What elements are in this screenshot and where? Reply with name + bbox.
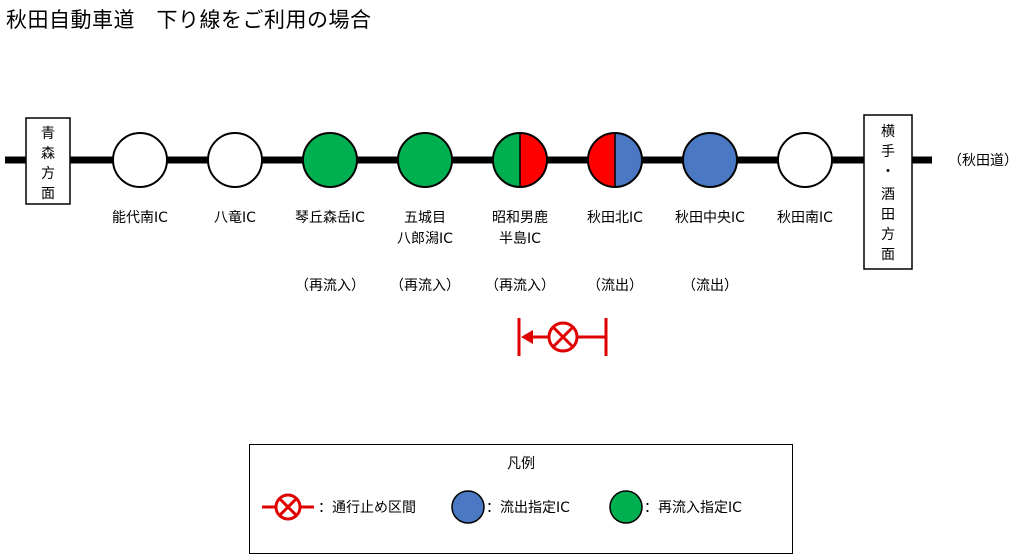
ic-name: 琴丘森岳IC — [295, 210, 365, 226]
origin-char: 青 — [41, 126, 55, 142]
ic-status: （再流入） — [295, 278, 365, 294]
ic-name: 半島IC — [499, 231, 541, 247]
legend-title: 凡例 — [507, 456, 535, 472]
ic-circle — [777, 132, 833, 188]
ic-status: （流出） — [682, 278, 738, 294]
ic-circle — [112, 132, 168, 188]
ic-circle — [397, 132, 453, 188]
closure-section-marker — [517, 318, 608, 356]
page-title: 秋田自動車道 下り線をご利用の場合 — [6, 8, 372, 32]
ic-name: 五城目 — [404, 210, 446, 226]
destination-char: 横 — [881, 124, 895, 140]
destination-char: 田 — [881, 207, 895, 223]
ic-left-half — [588, 133, 615, 187]
reentry-label: ：再流入指定IC — [644, 500, 742, 516]
ic-name: 能代南IC — [112, 210, 168, 226]
highway-diagram: 青 森 方 面 横 手 ・ 酒 田 方 面 （秋田道） 能代南IC 八竜IC 琴丘森… — [5, 114, 1018, 356]
ic-name: 秋田南IC — [777, 210, 833, 226]
ic-name: 八郎潟IC — [397, 231, 453, 247]
legend-reentry: ：再流入指定IC — [608, 490, 742, 524]
interchange-node: 秋田中央IC （流出） — [675, 132, 745, 294]
closure-icon — [262, 493, 314, 521]
ic-name: 昭和男鹿 — [492, 209, 548, 226]
destination-char: 酒 — [881, 187, 895, 203]
ic-right-half — [615, 133, 642, 187]
exit-label: ：流出指定IC — [486, 500, 570, 516]
ic-name: 秋田中央IC — [675, 210, 745, 226]
legend-box: 凡例 ：通行止め区間 ：流出指定IC ：再流入指定IC — [249, 444, 793, 554]
legend-exit: ：流出指定IC — [450, 490, 570, 524]
interchange-node: 秋田南IC — [777, 132, 833, 226]
origin-char: 方 — [41, 166, 55, 182]
ic-circle — [587, 132, 643, 188]
origin-char: 森 — [41, 146, 55, 162]
closure-label: ：通行止め区間 — [318, 500, 416, 516]
interchange-node: 八竜IC — [207, 132, 263, 226]
route-note: （秋田道） — [948, 153, 1018, 169]
blue-circle-icon — [451, 490, 485, 524]
ic-right-half — [520, 133, 547, 187]
ic-left-half — [493, 133, 520, 187]
ic-circle — [492, 132, 548, 188]
destination-char: ・ — [881, 164, 895, 180]
ic-status: （再流入） — [485, 278, 555, 294]
interchange-node: 能代南IC — [112, 132, 168, 226]
origin-direction-box: 青 森 方 面 — [25, 117, 71, 205]
ic-name: 八竜IC — [214, 209, 256, 226]
ic-circle — [302, 132, 358, 188]
ic-status: （再流入） — [390, 278, 460, 294]
ic-name: 秋田北IC — [587, 210, 643, 226]
destination-direction-box: 横 手 ・ 酒 田 方 面 — [863, 114, 913, 270]
ic-status: （流出） — [587, 278, 643, 294]
ic-circle — [207, 132, 263, 188]
interchange-node: 琴丘森岳IC （再流入） — [295, 132, 365, 294]
destination-char: 方 — [881, 227, 895, 243]
destination-char: 面 — [881, 247, 895, 263]
ic-circle — [682, 132, 738, 188]
origin-char: 面 — [41, 186, 55, 202]
interchange-node: 秋田北IC （流出） — [587, 132, 643, 294]
destination-char: 手 — [881, 144, 895, 160]
legend-closure: ：通行止め区間 — [258, 491, 416, 523]
green-circle-icon — [609, 490, 643, 524]
